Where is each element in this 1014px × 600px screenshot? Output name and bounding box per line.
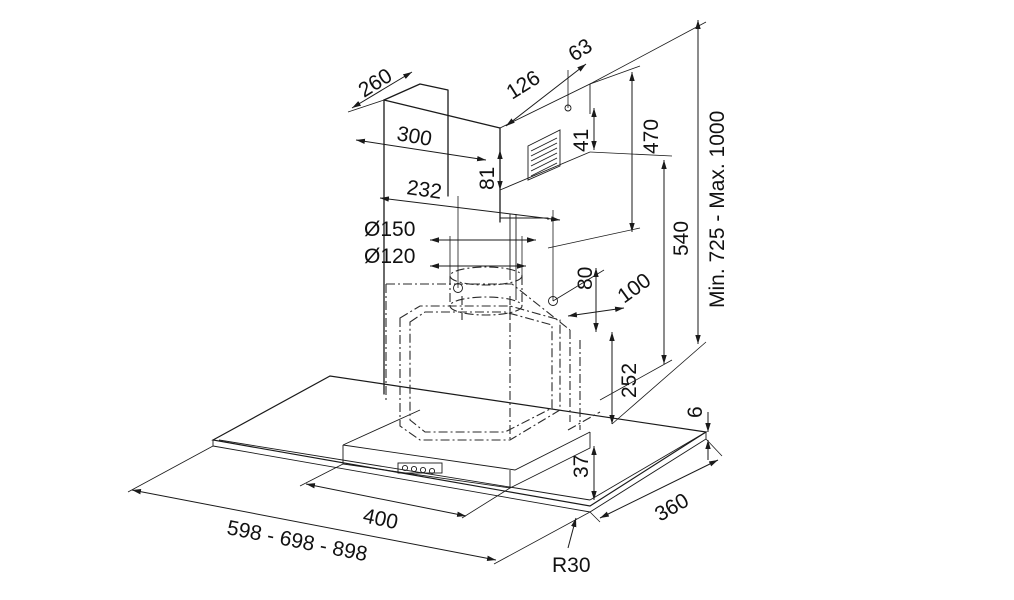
dim-label-470: 470 (640, 119, 663, 154)
dim-label-252: 252 (618, 363, 641, 398)
dim-label-126: 126 (502, 66, 544, 104)
dim-label-width-options: 598 - 698 - 898 (225, 516, 369, 566)
dim-label-232: 232 (405, 176, 443, 204)
dim-label-41: 41 (570, 129, 593, 152)
dim-label-100: 100 (613, 269, 655, 308)
dim-label-r30: R30 (552, 554, 591, 577)
dim-label-37: 37 (570, 455, 593, 478)
dim-label-400: 400 (361, 504, 400, 534)
dim-label-dia-150: Ø150 (364, 218, 415, 241)
dimension-lines (127, 20, 723, 565)
dim-label-260: 260 (354, 64, 396, 102)
dim-label-360: 360 (651, 489, 693, 526)
dim-label-height-range: Min. 725 - Max. 1000 (706, 111, 729, 308)
dim-label-80: 80 (574, 267, 597, 290)
vent-grille (527, 129, 561, 181)
dim-label-81: 81 (476, 167, 499, 190)
dim-label-63: 63 (564, 34, 596, 66)
motor-body (342, 409, 591, 489)
dim-label-540: 540 (670, 221, 693, 256)
dim-label-6: 6 (684, 406, 707, 418)
control-panel (397, 462, 443, 475)
dim-label-dia-120: Ø120 (364, 245, 415, 268)
